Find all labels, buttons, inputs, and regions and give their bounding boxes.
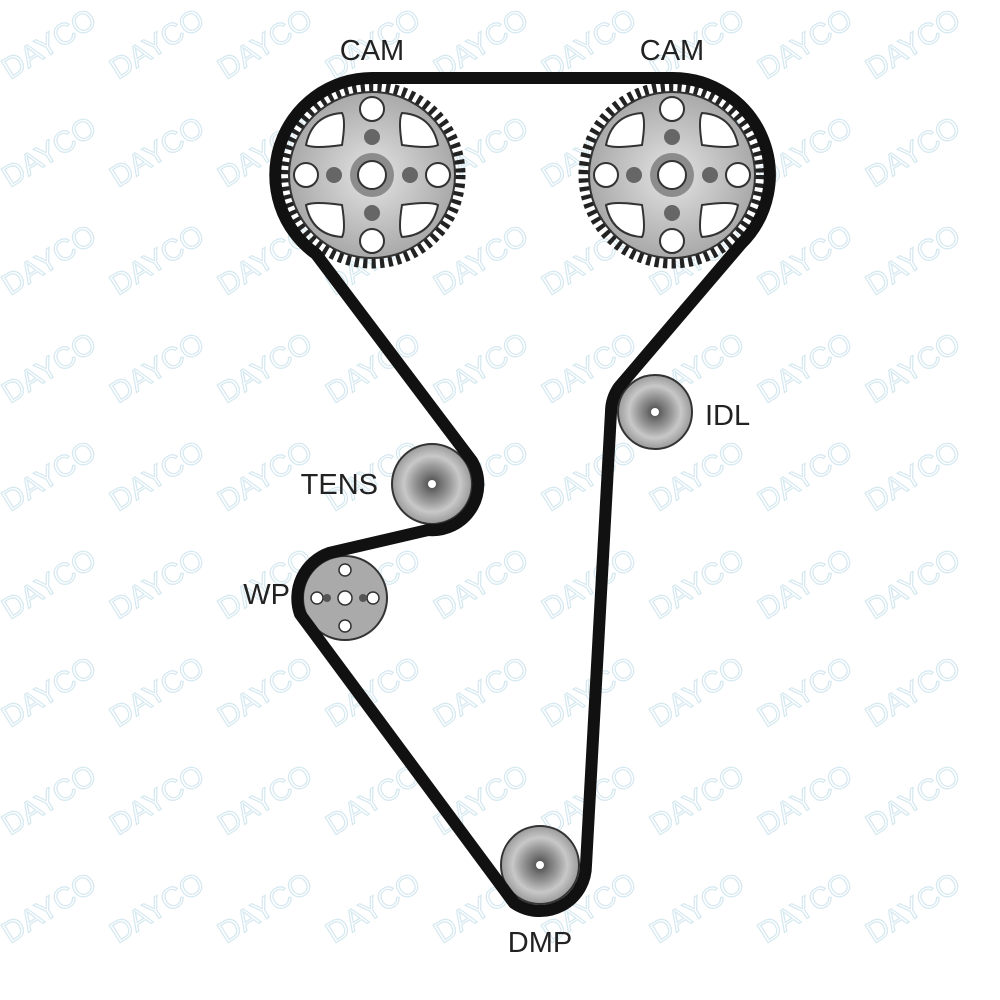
watermark-text: DAYCO xyxy=(860,759,966,842)
watermark-text: DAYCO xyxy=(0,3,102,86)
watermark-text: DAYCO xyxy=(860,543,966,626)
label-water-pump: WP xyxy=(243,579,290,611)
watermark-text: DAYCO xyxy=(860,327,966,410)
watermark-text: DAYCO xyxy=(0,327,102,410)
watermark-text: DAYCO xyxy=(104,651,210,734)
watermark-text: DAYCO xyxy=(752,651,858,734)
watermark-text: DAYCO xyxy=(428,651,534,734)
watermark-text: DAYCO xyxy=(320,867,426,950)
watermark-text: DAYCO xyxy=(752,867,858,950)
watermark-text: DAYCO xyxy=(0,651,102,734)
watermark-text: DAYCO xyxy=(428,219,534,302)
watermark-text: DAYCO xyxy=(860,651,966,734)
watermark-text: DAYCO xyxy=(860,435,966,518)
label-tensioner: TENS xyxy=(301,469,378,501)
watermark-text: DAYCO xyxy=(212,3,318,86)
watermark-text: DAYCO xyxy=(0,759,102,842)
watermark-text: DAYCO xyxy=(0,867,102,950)
watermark-text: DAYCO xyxy=(752,327,858,410)
watermark-text: DAYCO xyxy=(752,3,858,86)
watermark-text: DAYCO xyxy=(0,435,102,518)
watermark-text: DAYCO xyxy=(212,651,318,734)
watermark-text: DAYCO xyxy=(644,759,750,842)
watermark-text: DAYCO xyxy=(644,867,750,950)
watermark-text: DAYCO xyxy=(0,219,102,302)
watermark-text: DAYCO xyxy=(860,867,966,950)
watermark-text: DAYCO xyxy=(644,651,750,734)
watermark-text: DAYCO xyxy=(644,543,750,626)
watermark-text: DAYCO xyxy=(212,867,318,950)
watermark-text: DAYCO xyxy=(104,867,210,950)
watermark-text: DAYCO xyxy=(212,759,318,842)
watermark-text: DAYCO xyxy=(0,543,102,626)
watermark-text: DAYCO xyxy=(428,543,534,626)
timing-belt xyxy=(269,71,776,918)
watermark-text: DAYCO xyxy=(104,543,210,626)
watermark-text: DAYCO xyxy=(104,327,210,410)
watermark-text: DAYCO xyxy=(860,219,966,302)
damper-pulley xyxy=(500,825,580,905)
watermark-text: DAYCO xyxy=(860,3,966,86)
water-pump-pulley xyxy=(302,555,388,641)
watermark-text: DAYCO xyxy=(752,435,858,518)
watermark-text: DAYCO xyxy=(752,543,858,626)
watermark-text: DAYCO xyxy=(212,327,318,410)
watermark-text: DAYCO xyxy=(752,219,858,302)
tensioner-pulley xyxy=(391,443,473,525)
watermark-text: DAYCO xyxy=(0,111,102,194)
watermark-text: DAYCO xyxy=(104,435,210,518)
label-damper: DMP xyxy=(508,927,572,959)
watermark-text: DAYCO xyxy=(104,3,210,86)
label-cam-left: CAM xyxy=(340,35,404,67)
watermark-text: DAYCO xyxy=(212,219,318,302)
watermark-text: DAYCO xyxy=(104,219,210,302)
watermark-text: DAYCO xyxy=(536,435,642,518)
watermark-text: DAYCO xyxy=(428,327,534,410)
watermark-text: DAYCO xyxy=(860,111,966,194)
watermark-text: DAYCO xyxy=(752,759,858,842)
watermark-text: DAYCO xyxy=(104,111,210,194)
label-cam-right: CAM xyxy=(640,35,704,67)
label-idler: IDL xyxy=(705,400,750,432)
watermark-text: DAYCO xyxy=(104,759,210,842)
watermark-text: DAYCO xyxy=(536,543,642,626)
idler-pulley xyxy=(617,374,693,450)
